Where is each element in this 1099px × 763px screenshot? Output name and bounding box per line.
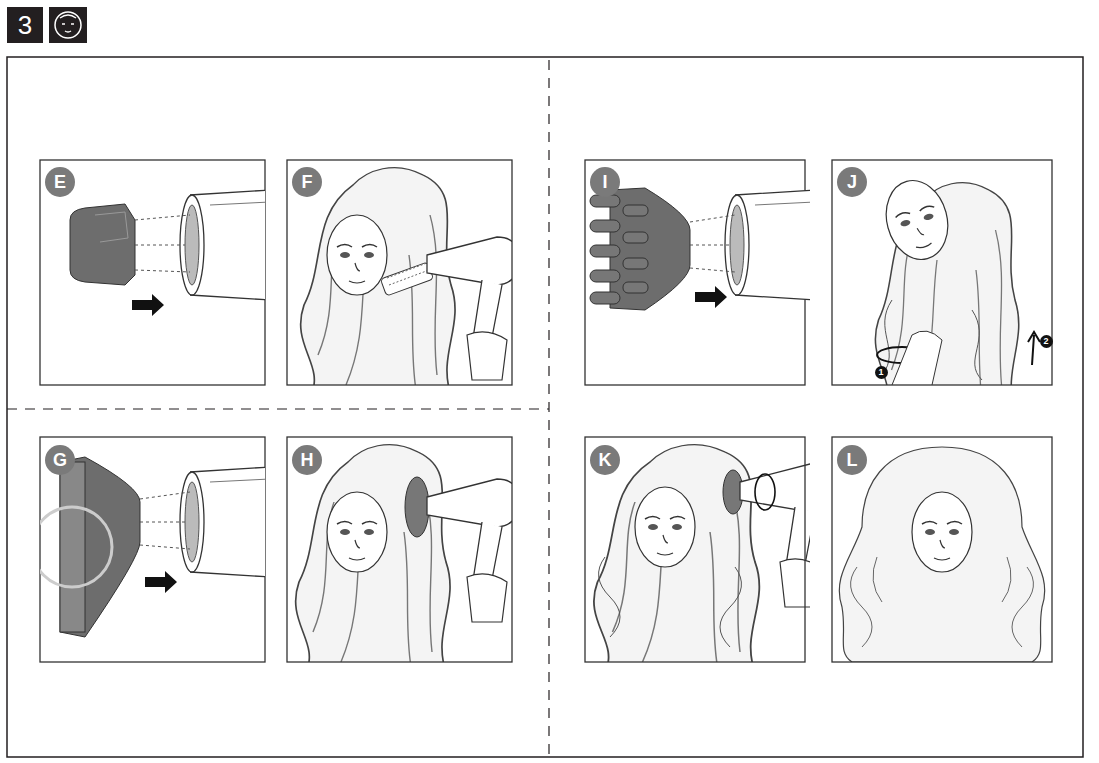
panel-f [287, 160, 519, 395]
panel-g [32, 437, 270, 662]
node-text: I [602, 173, 607, 191]
step-letter: F [292, 167, 322, 197]
node-text: G [53, 451, 67, 469]
node-text: F [302, 173, 313, 191]
panel-j [832, 160, 1052, 410]
panel-e [40, 160, 270, 385]
panel-l [832, 437, 1052, 662]
step-letter: I [590, 167, 620, 197]
step-letter: H [292, 445, 322, 475]
node-text: L [847, 451, 858, 469]
step-letter: L [837, 445, 867, 475]
step-letter: J [837, 167, 867, 197]
panel-h [287, 437, 519, 672]
panel-i [585, 160, 815, 385]
divider [7, 408, 549, 409]
node-text: 2 [1043, 337, 1048, 346]
panel-k [585, 437, 832, 672]
callout-number: 1 [875, 366, 888, 379]
callout-number: 2 [1040, 335, 1053, 348]
step-letter: G [45, 445, 75, 475]
node-text: K [599, 451, 612, 469]
step-letter: K [590, 445, 620, 475]
node-text: 1 [878, 368, 883, 377]
section-number: 3 [7, 7, 43, 43]
node-text: 3 [18, 12, 32, 38]
frame [7, 57, 1083, 757]
node-text: J [847, 173, 857, 191]
section-icon [49, 7, 87, 43]
node-text: H [301, 451, 314, 469]
node-text: E [54, 173, 66, 191]
step-letter: E [45, 167, 75, 197]
